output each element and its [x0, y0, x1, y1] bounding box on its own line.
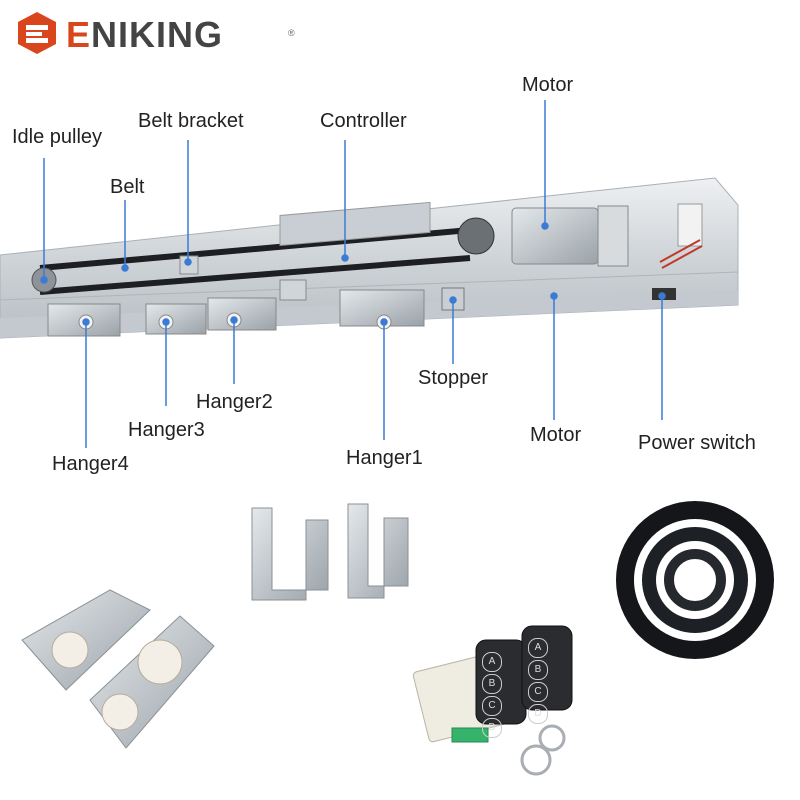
remote-button-b: B — [528, 660, 548, 680]
remote-button-c: C — [528, 682, 548, 702]
remote-button-a: A — [482, 652, 502, 672]
leader-lines — [40, 100, 666, 448]
label-belt: Belt — [110, 176, 145, 198]
label-power-switch: Power switch — [638, 432, 756, 454]
controller-box — [279, 201, 431, 247]
label-motor-bottom: Motor — [530, 424, 582, 446]
brand-logo: ENIKING ® — [14, 10, 295, 56]
label-stopper: Stopper — [418, 367, 489, 389]
motor-pulley — [457, 217, 495, 255]
brand-prefix: E — [66, 14, 92, 55]
brand-name: NIKING — [91, 14, 224, 55]
mounting-brackets — [251, 503, 409, 601]
hanger-wheel-assembly — [21, 589, 215, 749]
belt-roll — [616, 501, 774, 659]
label-hanger2: Hanger2 — [196, 391, 273, 413]
belt-bracket-clamp — [279, 279, 307, 301]
label-hanger3: Hanger3 — [128, 419, 205, 441]
label-hanger4: Hanger4 — [52, 453, 129, 475]
brand-wordmark: ENIKING — [66, 14, 223, 56]
remote-button-b: B — [482, 674, 502, 694]
registered-mark: ® — [288, 28, 295, 38]
remote-buttons-left: A B C D — [482, 652, 522, 738]
hanger-3 — [145, 303, 207, 335]
label-hanger1: Hanger1 — [346, 447, 423, 469]
remote-button-c: C — [482, 696, 502, 716]
label-belt-bracket: Belt bracket — [138, 110, 244, 132]
hanger-2 — [207, 297, 277, 331]
label-controller: Controller — [320, 110, 407, 132]
remote-button-a: A — [528, 638, 548, 658]
remote-button-d: D — [528, 704, 548, 724]
logo-hex-icon — [18, 12, 56, 54]
label-motor-top: Motor — [522, 74, 574, 96]
motor — [511, 205, 629, 267]
remote-button-d: D — [482, 718, 502, 738]
label-idle-pulley: Idle pulley — [12, 126, 103, 148]
remote-buttons-right: A B C D — [528, 638, 568, 724]
belt — [39, 227, 471, 295]
